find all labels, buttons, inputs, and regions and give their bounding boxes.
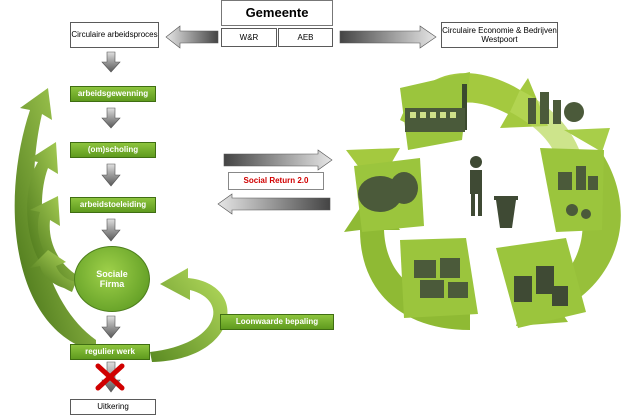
loonwaarde-bepaling-box: Loonwaarde bepaling xyxy=(220,314,334,330)
boxes-icon xyxy=(414,258,468,298)
header-title-text: Gemeente xyxy=(245,4,309,20)
social-return-label: Social Return 2.0 xyxy=(228,172,324,190)
feedback-arrow-middle xyxy=(27,142,76,292)
down-arrow xyxy=(101,315,121,339)
uitkering-box: Uitkering xyxy=(70,399,156,415)
circulaire-economie-text: Circulaire Economie & Bedrijven Westpoor… xyxy=(442,25,557,44)
packaging-icon xyxy=(558,166,598,219)
header-title: Gemeente xyxy=(221,0,333,26)
feedback-arrow-inner xyxy=(30,196,78,284)
arrow-to-recycle xyxy=(223,149,333,171)
down-arrow xyxy=(101,218,121,242)
recycle-inner-bottom-left xyxy=(400,238,478,318)
step-arbeidsgewenning: arbeidsgewenning xyxy=(70,86,156,102)
down-arrow xyxy=(101,163,121,187)
step-omscholing: (om)scholing xyxy=(70,142,156,158)
sociale-firma-text: Sociale Firma xyxy=(96,268,128,289)
bottles-icon xyxy=(528,92,584,124)
social-return-text: Social Return 2.0 xyxy=(243,176,309,186)
circulaire-economie-box: Circulaire Economie & Bedrijven Westpoor… xyxy=(441,22,558,48)
uitkering-text: Uitkering xyxy=(97,402,129,412)
header-sub-left-text: W&R xyxy=(239,32,259,42)
garbage-bags-icon xyxy=(358,172,418,212)
arrow-gemeente-to-left xyxy=(165,25,219,49)
feedback-arrow-lower xyxy=(30,250,76,290)
circulaire-arbeidsproces-text: Circulaire arbeidsproces xyxy=(71,30,158,40)
header-sub-right-text: AEB xyxy=(297,32,314,42)
person-bin-icon xyxy=(470,156,518,228)
cross-icon xyxy=(95,363,125,391)
loonwaarde-bepaling-text: Loonwaarde bepaling xyxy=(235,317,319,327)
sociale-firma-circle: Sociale Firma xyxy=(74,246,150,312)
header-sub-right: AEB xyxy=(278,28,333,47)
circulaire-arbeidsproces-box: Circulaire arbeidsproces xyxy=(70,22,159,48)
feedback-arrow-outer xyxy=(14,88,96,352)
down-arrow xyxy=(101,51,121,73)
step-omscholing-text: (om)scholing xyxy=(87,145,139,155)
header-sub-left: W&R xyxy=(221,28,277,47)
recycling-graphic xyxy=(344,72,621,330)
step-regulier-werk: regulier werk xyxy=(70,344,150,360)
wheelie-bins-icon xyxy=(514,266,568,306)
factory-icon xyxy=(405,84,467,132)
arrow-gemeente-to-right xyxy=(339,25,437,49)
loonwaarde-return-arrow xyxy=(150,268,228,362)
step-arbeidstoeleiding: arbeidstoeleiding xyxy=(70,197,156,213)
step-regulier-werk-text: regulier werk xyxy=(85,347,135,357)
down-arrow xyxy=(101,107,121,129)
step-arbeidstoeleiding-text: arbeidstoeleiding xyxy=(79,200,147,210)
step-arbeidsgewenning-text: arbeidsgewenning xyxy=(77,89,149,99)
arrow-from-recycle xyxy=(217,193,331,215)
